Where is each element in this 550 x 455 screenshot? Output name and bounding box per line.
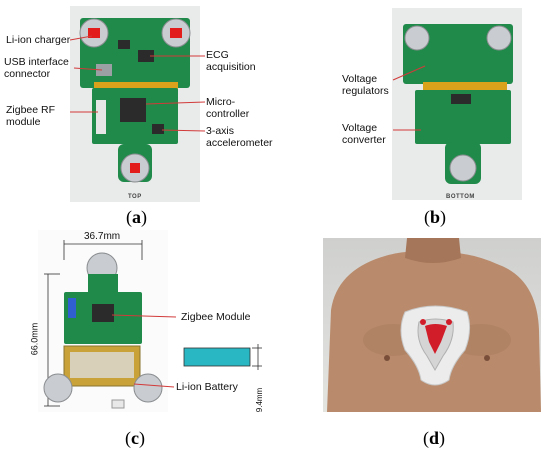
accelerometer-chip	[152, 124, 164, 134]
label-microcontroller: Micro-controller	[206, 96, 250, 120]
label-width-dim: 36.7mm	[84, 231, 121, 242]
nipple-right	[484, 355, 490, 361]
usb-connector	[96, 64, 112, 76]
wearable-red-mark	[425, 324, 447, 354]
pointer-accelerometer	[161, 129, 206, 132]
panel-b-pointers	[392, 65, 426, 131]
electrode-b-right	[486, 25, 512, 51]
zigbee-chip-c	[92, 304, 114, 322]
battery-c-label	[70, 352, 134, 378]
caption-a-letter: a	[132, 207, 141, 227]
connector-c	[68, 298, 76, 318]
caption-c: (c)	[125, 428, 145, 449]
rf-module-connector	[96, 100, 106, 134]
panel-c: 36.7mm 66.0mm Zigbee Module Li-ion Batte…	[0, 230, 275, 455]
label-usb-interface: USB interface connector	[4, 56, 69, 80]
nipple-left	[384, 355, 390, 361]
chip-top-right	[138, 50, 154, 62]
pointer-liion-charger	[69, 35, 93, 41]
panel-d: (d)	[275, 230, 550, 455]
pointer-liion-battery	[133, 383, 175, 388]
caption-b-letter: b	[430, 207, 441, 227]
pointer-microcontroller	[145, 101, 206, 105]
electrode-b-bottom	[449, 154, 477, 182]
neck	[405, 238, 461, 263]
battery-strip-b	[423, 82, 507, 92]
label-liion-battery: Li-ion Battery	[176, 381, 238, 393]
panel-b-illustration	[392, 24, 513, 184]
electrode-b-left	[404, 25, 430, 51]
caption-b: (b)	[424, 207, 446, 228]
panel-d-illustration	[323, 238, 541, 412]
panel-c-pointers	[111, 314, 177, 388]
panel-c-illustration	[38, 230, 262, 412]
caption-a-close: )	[141, 207, 147, 227]
wearable-dot-left	[420, 319, 426, 325]
view-label-bottom: BOTTOM	[446, 194, 475, 200]
pointer-voltage-regulators	[392, 65, 426, 81]
caption-d: (d)	[423, 428, 445, 449]
pcb-bottom-upper	[403, 24, 513, 84]
label-zigbee-rf: Zigbee RF module	[6, 104, 56, 128]
electrode-c-left	[43, 373, 73, 403]
electrode-c-right	[133, 373, 163, 403]
caption-d-letter: d	[429, 428, 440, 448]
battery-cable	[111, 399, 125, 409]
electrode-left-indicator	[88, 28, 100, 38]
pointer-zigbee-module	[111, 314, 177, 318]
caption-d-close: )	[439, 428, 446, 448]
panel-a-illustration	[69, 18, 206, 183]
caption-c-close: )	[139, 428, 145, 448]
caption-a: (a)	[126, 207, 147, 228]
pcb-c-tab	[88, 274, 118, 294]
caption-c-letter: c	[131, 428, 139, 448]
label-voltage-converter: Voltage converter	[342, 122, 386, 146]
pointer-usb	[73, 67, 103, 71]
wearable-dot-right	[446, 319, 452, 325]
chip-b-1	[451, 94, 471, 104]
label-voltage-regulators: Voltage regulators	[342, 73, 389, 97]
label-liion-charger: Li-ion charger	[6, 34, 71, 46]
microcontroller-chip	[120, 98, 146, 122]
label-accelerometer: 3-axis accelerometer	[206, 125, 273, 149]
caption-b-close: )	[440, 207, 447, 227]
electrode-right-indicator	[170, 28, 182, 38]
label-height-dim: 66.0mm	[29, 322, 40, 356]
electrode-bottom-indicator	[130, 163, 140, 173]
label-zigbee-module: Zigbee Module	[181, 311, 251, 323]
thickness-dim-lines	[252, 344, 262, 370]
label-thickness-dim: 9.4mm	[255, 387, 265, 413]
thickness-side-view	[183, 347, 251, 367]
caption-c-open: (	[125, 428, 131, 448]
panel-b: Voltage regulators Voltage converter BOT…	[275, 0, 550, 228]
pcb-bottom-lower	[415, 90, 511, 144]
chip-top-mid	[118, 40, 130, 49]
caption-d-open: (	[423, 428, 429, 448]
label-ecg-acquisition: ECG acquisition	[206, 49, 256, 73]
panel-a-pointers	[69, 35, 206, 132]
view-label-top: TOP	[128, 194, 142, 200]
caption-b-open: (	[424, 207, 430, 227]
caption-a-open: (	[126, 207, 132, 227]
panel-a: Li-ion charger USB interface connector Z…	[0, 0, 275, 228]
